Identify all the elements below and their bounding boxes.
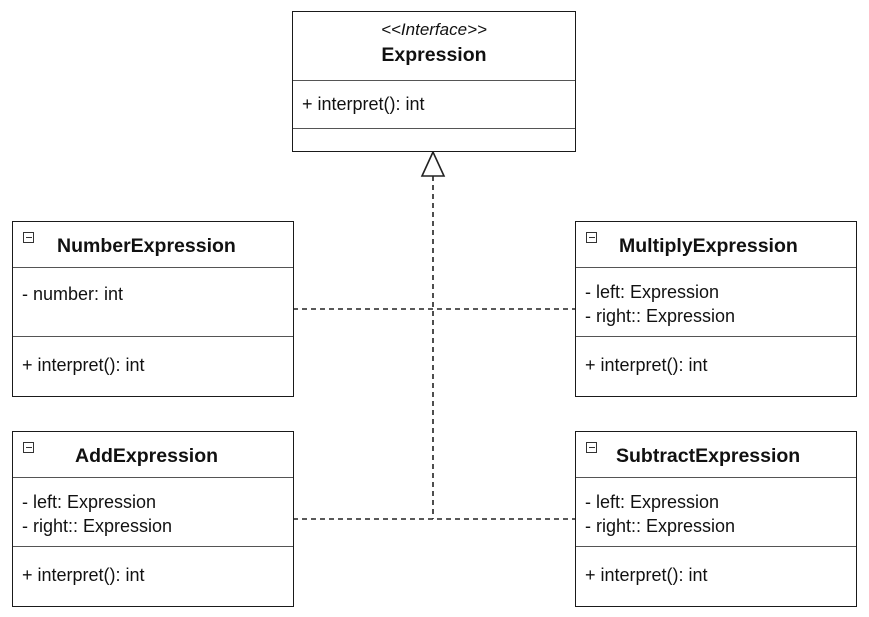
method-item: + interpret(): int <box>302 94 425 114</box>
interface-expression[interactable]: <<Interface>> Expression + interpret(): … <box>292 11 576 152</box>
collapse-icon[interactable] <box>586 442 597 453</box>
methods-section: + interpret(): int <box>13 546 293 606</box>
class-name: NumberExpression <box>57 235 236 257</box>
attribute-item: - number: int <box>22 284 124 304</box>
collapse-icon[interactable] <box>23 442 34 453</box>
class-subtract-expression[interactable]: SubtractExpression - left: Expression - … <box>575 431 857 607</box>
class-name: MultiplyExpression <box>619 235 798 257</box>
interface-name: Expression <box>381 44 487 66</box>
method-item: + interpret(): int <box>22 565 145 585</box>
attribute-item: - left: Expression <box>585 282 720 302</box>
method-item: + interpret(): int <box>22 355 145 375</box>
interface-methods-section: + interpret(): int <box>293 80 575 128</box>
attributes-section: - number: int <box>13 267 293 336</box>
interface-empty-section <box>293 128 575 151</box>
class-name: SubtractExpression <box>616 445 801 467</box>
attribute-item: - right:: Expression <box>585 516 736 536</box>
attributes-section: - left: Expression - right:: Expression <box>13 477 293 546</box>
method-item: + interpret(): int <box>585 565 708 585</box>
class-multiply-expression[interactable]: MultiplyExpression - left: Expression - … <box>575 221 857 397</box>
attributes-section: - left: Expression - right:: Expression <box>576 267 856 336</box>
class-name: AddExpression <box>75 445 219 467</box>
methods-section: + interpret(): int <box>13 336 293 396</box>
attribute-item: - left: Expression <box>585 492 720 512</box>
realization-arrowhead <box>420 150 446 177</box>
methods-section: + interpret(): int <box>576 546 856 606</box>
collapse-icon[interactable] <box>23 232 34 243</box>
class-number-expression[interactable]: NumberExpression - number: int + interpr… <box>12 221 294 397</box>
method-item: + interpret(): int <box>585 355 708 375</box>
attributes-section: - left: Expression - right:: Expression <box>576 477 856 546</box>
methods-section: + interpret(): int <box>576 336 856 396</box>
attribute-item: - right:: Expression <box>22 516 173 536</box>
interface-stereotype: <<Interface>> <box>381 20 487 39</box>
attribute-item: - right:: Expression <box>585 306 736 326</box>
attribute-item: - left: Expression <box>22 492 157 512</box>
collapse-icon[interactable] <box>586 232 597 243</box>
class-add-expression[interactable]: AddExpression - left: Expression - right… <box>12 431 294 607</box>
